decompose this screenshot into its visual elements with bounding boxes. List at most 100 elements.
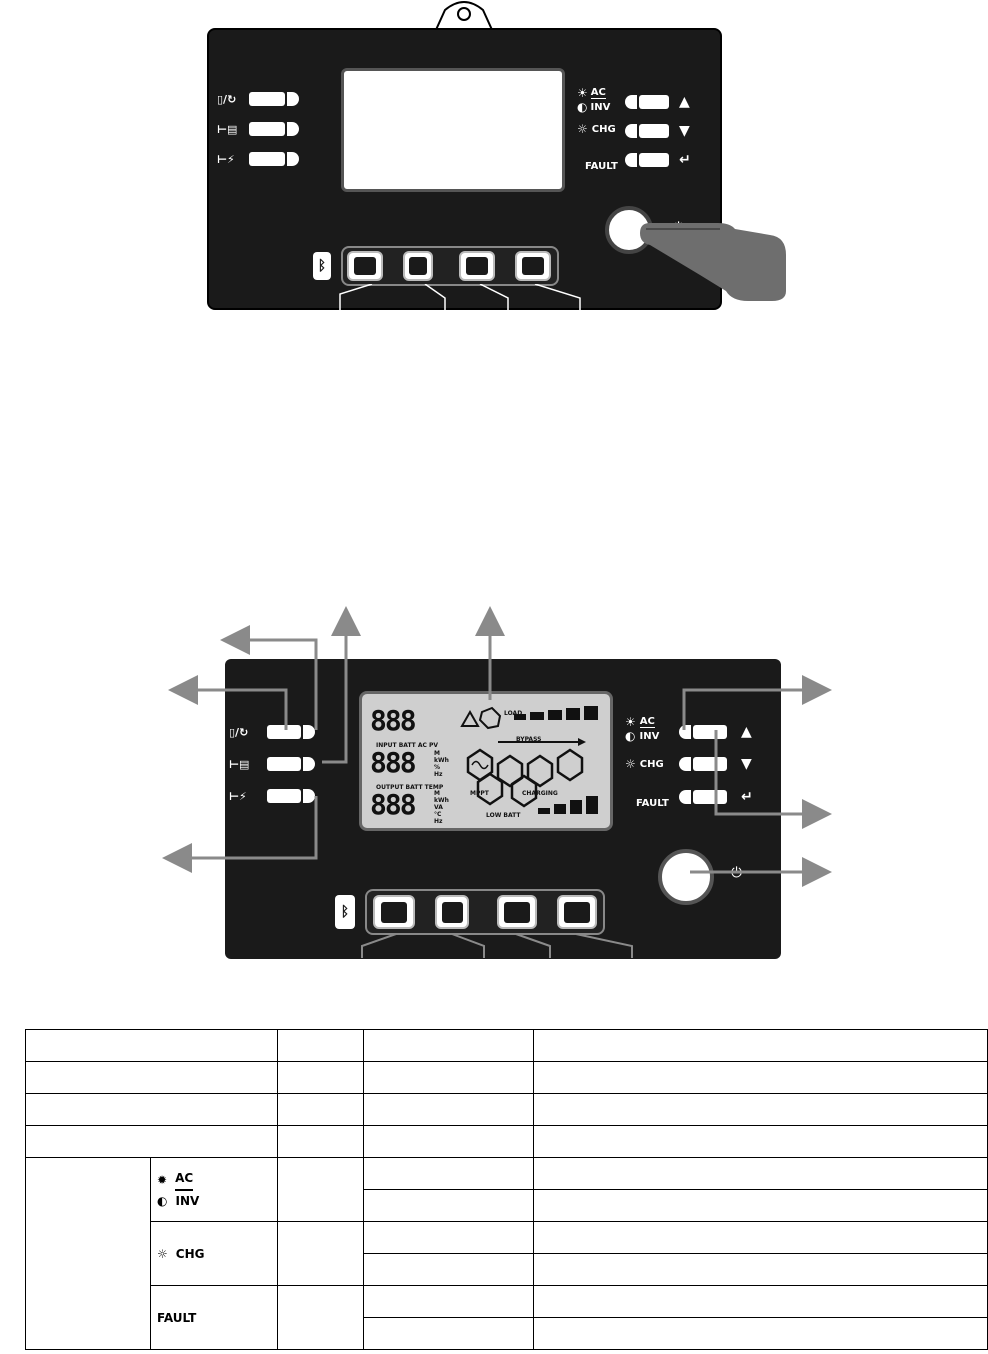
lcd-label-output: OUTPUT BATT TEMP: [376, 784, 444, 791]
table-cell: [533, 1125, 988, 1158]
table-row: [25, 1061, 988, 1094]
lcd-label-input: INPUT BATT AC PV: [376, 742, 439, 749]
led-row-chg: ▼: [625, 123, 690, 139]
charger-timer-icon: ⊢⚡: [217, 152, 235, 166]
table-cell: [25, 1157, 151, 1350]
output-source-key[interactable]: [373, 895, 415, 929]
chg-label: CHG: [175, 1246, 205, 1261]
power-icon: ⏻: [731, 865, 743, 881]
table-row: [26, 1189, 988, 1222]
led-bar: [693, 757, 727, 771]
display-settings-key[interactable]: [557, 895, 597, 929]
unit: kWh: [434, 797, 449, 804]
indicator-table: ✹ AC ◐ INV ☼ CHG: [25, 1029, 988, 1350]
led-row-charger-timer: ⊢⚡: [229, 789, 315, 803]
unit: VA: [434, 804, 443, 811]
table-cell: [277, 1221, 364, 1286]
li-ion-settings-icon: [465, 256, 489, 276]
led-bar: [267, 725, 301, 739]
fault-label: FAULT: [585, 161, 618, 172]
led-row-output-timer: ⊢▤: [217, 122, 299, 136]
chg-label: CHG: [591, 123, 616, 135]
inv-label: INV: [175, 1194, 200, 1208]
ac-inv-label-group: ☀ AC ◐ INV: [625, 715, 673, 743]
sun-outline-icon: ☼: [157, 1246, 168, 1261]
up-key[interactable]: ▲: [741, 724, 752, 740]
charger-timer-icon: ⊢⚡: [229, 789, 247, 803]
half-sun-icon: ◐: [157, 1194, 168, 1208]
li-ion-settings-key[interactable]: [497, 895, 537, 929]
leader-lines-top: [339, 284, 581, 312]
ac-label: AC: [639, 716, 655, 728]
table-cell: [25, 1029, 278, 1062]
led-indicator: [679, 790, 691, 804]
ac-label: AC: [175, 1168, 194, 1191]
table-cell: [533, 1285, 988, 1318]
hand-icon: [640, 223, 786, 301]
lcd-screen-blank: [341, 68, 565, 192]
table-cell: [363, 1221, 534, 1254]
lcd-label-charging: CHARGING: [522, 790, 558, 797]
usb-key[interactable]: [403, 251, 433, 281]
unit: Hz: [434, 818, 443, 825]
hanger-tab: [433, 1, 495, 32]
li-ion-settings-key[interactable]: [459, 251, 495, 281]
half-sun-icon: ◐: [625, 729, 636, 743]
led-indicator: [287, 152, 299, 166]
chg-label-group: ☼ CHG: [625, 757, 664, 771]
led-bar: [639, 124, 669, 138]
table-cell: [363, 1189, 534, 1222]
led-indicator: [625, 124, 637, 138]
ac-inv-indicator-cell: ✹ AC ◐ INV: [150, 1157, 278, 1222]
down-key[interactable]: ▼: [679, 123, 690, 139]
fault-label-group: FAULT: [585, 154, 618, 173]
output-timer-icon: ⊢▤: [229, 757, 250, 771]
table-cell: [277, 1061, 364, 1094]
table-cell: [277, 1093, 364, 1126]
up-key[interactable]: ▲: [679, 94, 690, 110]
usb-key[interactable]: [435, 895, 469, 929]
led-row-fault: ↵: [625, 152, 691, 168]
table-cell: [363, 1285, 534, 1318]
table-row: ✹ AC ◐ INV: [25, 1157, 988, 1350]
output-timer-icon: ⊢▤: [217, 122, 238, 136]
led-row-usb: ▯/↻: [217, 92, 299, 106]
lcd-screen: 888 INPUT BATT AC PV 888 OUTPUT BATT TEM…: [359, 691, 613, 831]
table-cell: [277, 1157, 364, 1222]
lcd-label-mppt: MPPT: [470, 790, 489, 797]
table-cell: [363, 1093, 534, 1126]
table-row: ☼ CHG: [26, 1221, 988, 1286]
power-button[interactable]: [658, 849, 714, 905]
enter-key[interactable]: ↵: [679, 152, 691, 168]
down-key[interactable]: ▼: [741, 756, 752, 772]
output-source-key[interactable]: [347, 251, 383, 281]
unit: °C: [434, 811, 442, 818]
lcd-digits-mid: 888: [370, 746, 417, 779]
display-settings-icon: [564, 901, 590, 923]
led-row-ac-inv: ▲: [625, 94, 690, 110]
led-bar: [639, 95, 669, 109]
led-bar: [693, 725, 727, 739]
sun-icon: ☼: [577, 122, 588, 136]
unit: %: [434, 764, 441, 771]
led-bar: [267, 789, 301, 803]
table-cell: [533, 1189, 988, 1222]
unit: Hz: [434, 771, 443, 778]
table-row: [26, 1317, 988, 1350]
inv-label: INV: [590, 101, 611, 113]
led-row-output-timer: ⊢▤: [229, 757, 315, 771]
led-bar: [639, 153, 669, 167]
table-cell: [363, 1029, 534, 1062]
display-settings-key[interactable]: [515, 251, 551, 281]
table-cell: [277, 1125, 364, 1158]
usb-restart-icon: ▯/↻: [217, 92, 237, 106]
unit: kWh: [434, 757, 449, 764]
fault-label: FAULT: [636, 798, 669, 809]
output-source-icon: [380, 901, 408, 923]
table-cell: [533, 1221, 988, 1254]
table-cell: [25, 1093, 278, 1126]
led-indicator: [625, 153, 637, 167]
ac-inv-label-group: ☀ AC ◐ INV: [577, 86, 617, 114]
enter-key[interactable]: ↵: [741, 789, 753, 805]
fault-indicator-cell: FAULT: [150, 1285, 278, 1350]
